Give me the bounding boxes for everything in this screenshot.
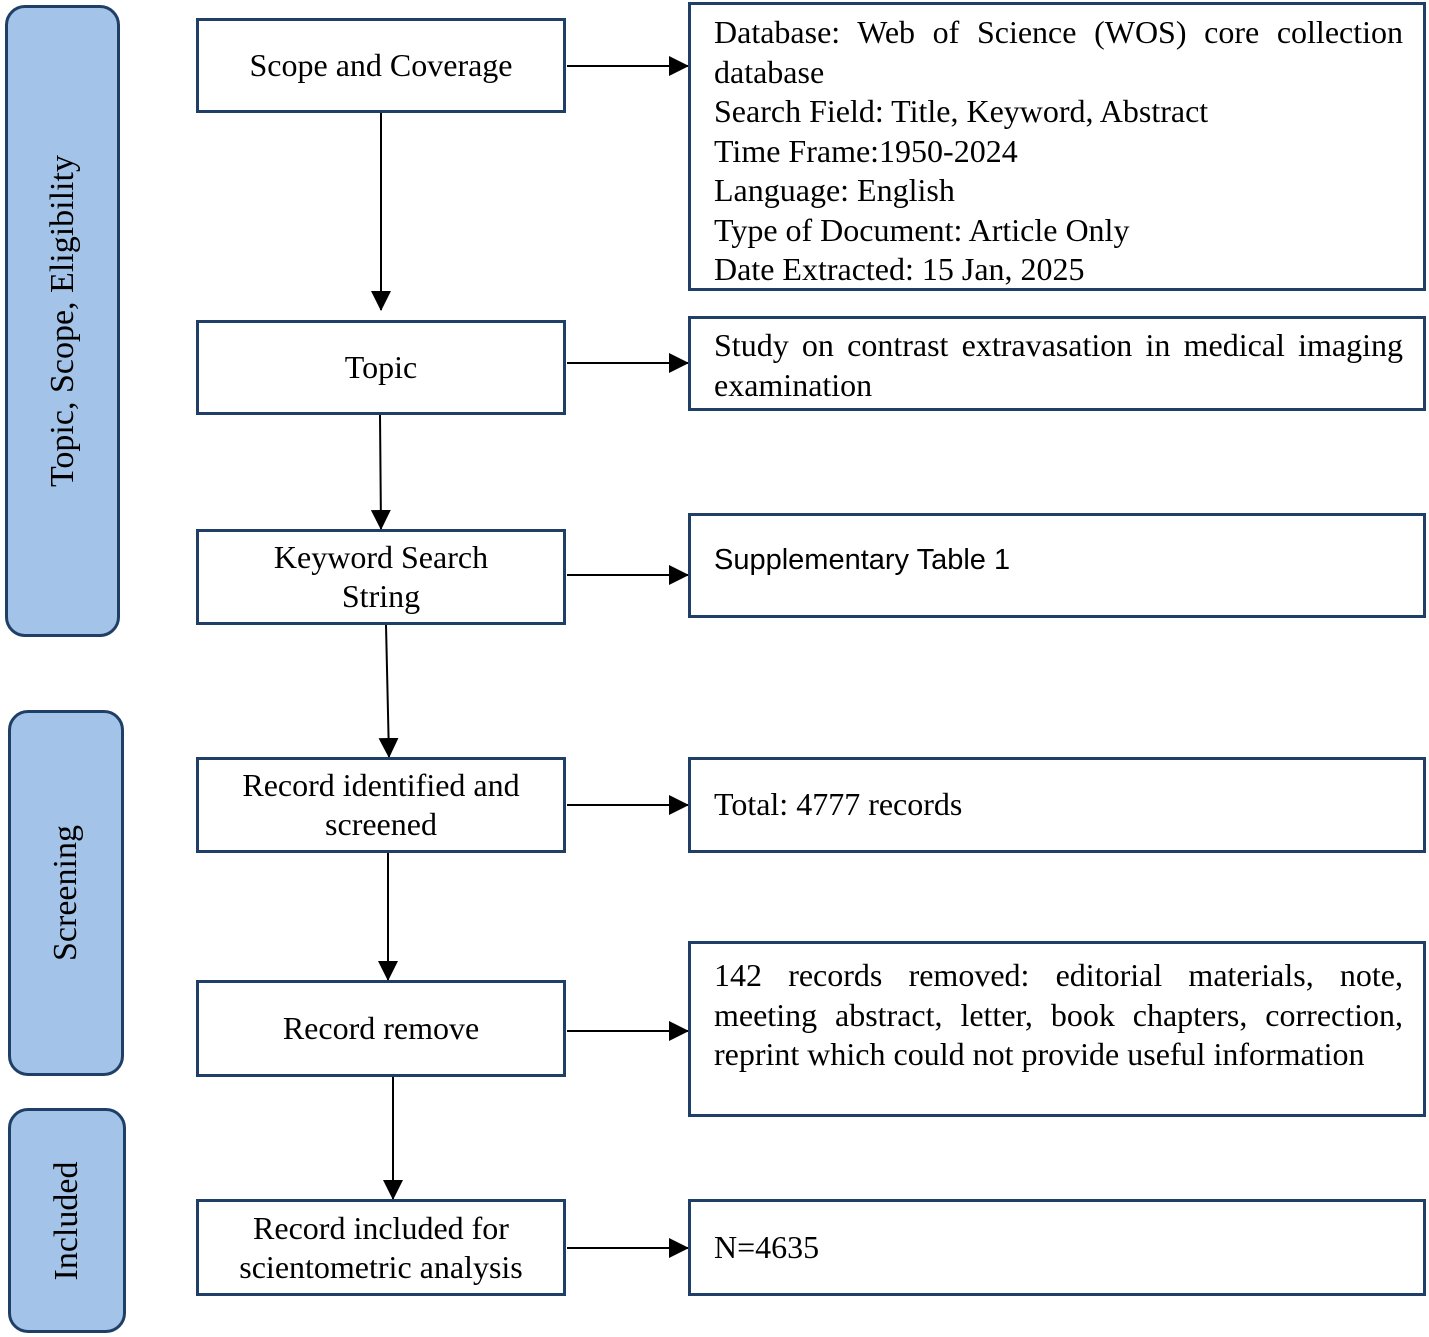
- record-included-box: Record included for scientometric analys…: [196, 1199, 566, 1296]
- remove-details-text: 142 records removed: editorial materials…: [714, 957, 1403, 1072]
- scope-details-box: Database: Web of Science (WOS) core coll…: [688, 2, 1426, 291]
- scope-details-line: Language: English: [714, 172, 955, 208]
- scope-details-line: Date Extracted: 15 Jan, 2025: [714, 251, 1085, 287]
- keyword-details-text: Supplementary Table 1: [714, 543, 1011, 576]
- included-details-text: N=4635: [714, 1228, 820, 1265]
- identified-details-text: Total: 4777 records: [714, 786, 963, 823]
- identified-label-line1: Record identified and: [242, 767, 520, 803]
- phase-label: Topic, Scope, Eligibility: [43, 155, 81, 487]
- phase-screening: Screening: [8, 710, 124, 1076]
- scope-details-line: Time Frame:1950-2024: [714, 132, 1018, 169]
- identified-label-line2: screened: [325, 806, 437, 842]
- identified-details-box: Total: 4777 records: [688, 757, 1426, 853]
- keyword-label-line1: Keyword Search: [273, 539, 489, 575]
- phase-included: Included: [8, 1108, 126, 1333]
- topic-details-box: Study on contrast extravasation in medic…: [688, 316, 1426, 411]
- topic-box: Topic: [196, 320, 566, 415]
- topic-label: Topic: [344, 349, 418, 385]
- phase-label: Included: [48, 1161, 85, 1280]
- included-details-box: N=4635: [688, 1199, 1426, 1296]
- included-label-line1: Record included for: [253, 1209, 509, 1246]
- arrow-topic-to-keyword: [370, 414, 391, 530]
- scope-details-line: Type of Document: Article Only: [714, 211, 1130, 248]
- record-remove-label: Record remove: [282, 1010, 480, 1046]
- remove-details-box: 142 records removed: editorial materials…: [688, 941, 1426, 1117]
- phase-topic-scope-eligibility: Topic, Scope, Eligibility: [5, 5, 120, 637]
- phase-label: Screening: [47, 825, 84, 961]
- scope-and-coverage-label: Scope and Coverage: [249, 47, 513, 83]
- keyword-search-string-box: Keyword Search String: [196, 529, 566, 625]
- arrow-keyword-to-identified: [378, 624, 399, 758]
- scope-and-coverage-box: Scope and Coverage: [196, 18, 566, 113]
- keyword-details-box: Supplementary Table 1: [688, 513, 1426, 618]
- scope-details-line: Database: Web of Science (WOS) core coll…: [714, 14, 1403, 90]
- topic-details-text: Study on contrast extravasation in medic…: [714, 327, 1403, 403]
- included-label-line2: scientometric analysis: [239, 1248, 523, 1285]
- scope-details-line: Search Field: Title, Keyword, Abstract: [714, 93, 1209, 129]
- record-remove-box: Record remove: [196, 980, 566, 1077]
- record-identified-box: Record identified and screened: [196, 757, 566, 853]
- keyword-label-line2: String: [341, 578, 421, 614]
